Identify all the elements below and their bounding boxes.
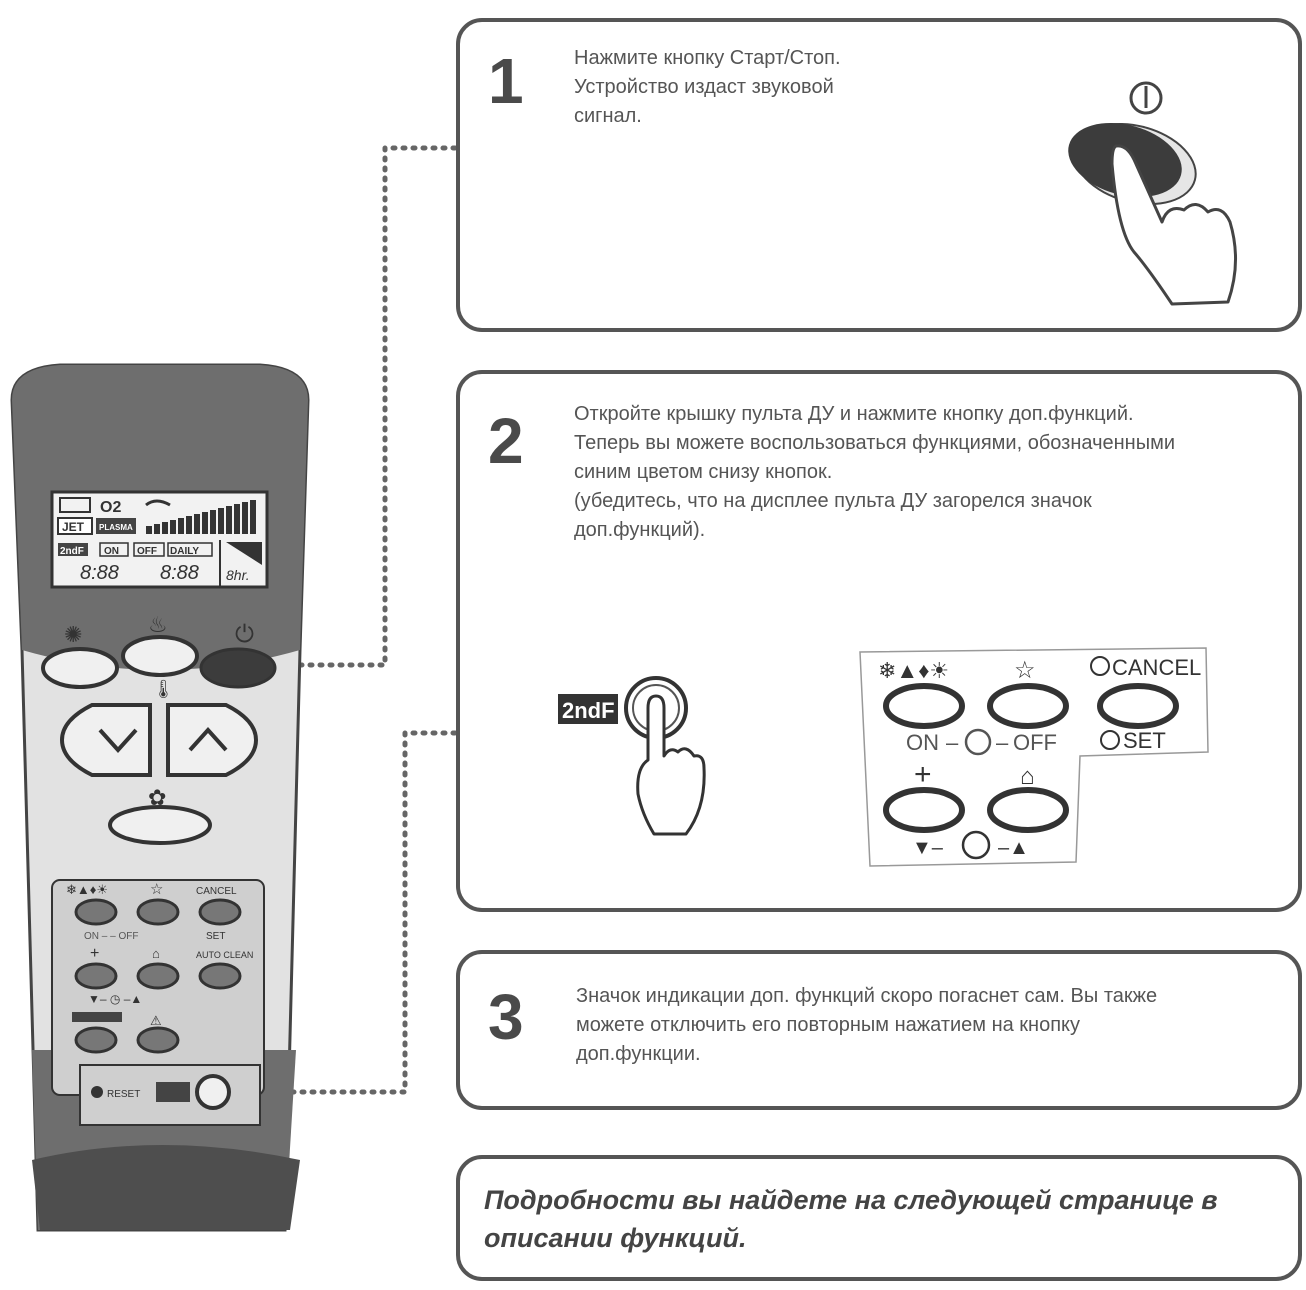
timer-clock-icon-lower	[961, 830, 991, 860]
power-icon	[1129, 81, 1163, 115]
step-1-text: Нажмите кнопку Старт/Стоп. Устройство из…	[574, 47, 841, 127]
remote-star-button[interactable]	[136, 898, 180, 926]
cancel-label: CANCEL	[1112, 655, 1201, 680]
remote-set-label: SET	[206, 931, 225, 942]
remote-extra-button-b[interactable]	[136, 1026, 180, 1054]
display-time-b: 8:88	[160, 562, 199, 584]
remote-autoclean-label: AUTO CLEAN	[196, 950, 253, 960]
svg-text:▼–: ▼–	[912, 837, 944, 859]
step-1-panel: 1 Нажмите кнопку Старт/Стоп. Устройство …	[456, 18, 1302, 332]
remote-cancel-label: CANCEL	[196, 886, 237, 897]
svg-text:❄▲♦☀: ❄▲♦☀	[66, 882, 108, 897]
star-icon: ☆	[150, 881, 163, 898]
mode-button[interactable]	[883, 683, 965, 729]
svg-text:–▲: –▲	[998, 837, 1029, 859]
home-icon: ⌂	[152, 946, 160, 961]
remote-on-off-label: ON – – OFF	[84, 931, 138, 942]
step-2-panel: 2 Откройте крышку пульта ДУ и нажмите кн…	[456, 370, 1302, 912]
remote-cancel-button[interactable]	[198, 898, 242, 926]
display-daily: DAILY	[170, 546, 199, 557]
remote-extra-button-a[interactable]	[74, 1026, 118, 1054]
display-time-a: 8:88	[80, 562, 119, 584]
display-hours: 8hr.	[226, 567, 250, 583]
off-label: OFF	[1013, 730, 1057, 755]
svg-text:–: –	[996, 730, 1009, 755]
press-2ndf-illustration: 2ndF	[558, 676, 706, 836]
press-power-illustration	[1068, 81, 1237, 306]
temp-down-button[interactable]	[59, 703, 152, 777]
thermometer-icon: 🌡	[152, 679, 175, 699]
power-icon: ⏻	[235, 621, 254, 648]
remote-timer-up-button[interactable]	[136, 962, 180, 990]
step-2-number: 2	[488, 405, 524, 477]
fan-speed-button[interactable]	[108, 805, 212, 845]
remote-control: O2 JET PLASMA 2ndF ON OFF DAILY 8:88 8:8…	[10, 363, 310, 1232]
display-plasma: PLASMA	[99, 523, 133, 532]
svg-text:–: –	[946, 730, 959, 755]
home-icon: ⌂	[1020, 763, 1035, 790]
display-off: OFF	[137, 546, 157, 557]
step-1-number: 1	[488, 45, 524, 117]
on-label: ON	[906, 730, 939, 755]
mode-icons: ❄▲♦☀	[878, 658, 949, 683]
plus-icon: +	[914, 758, 932, 791]
set-label: SET	[1123, 728, 1166, 753]
pointing-hand-icon	[1110, 144, 1237, 306]
display-o2: O2	[100, 499, 121, 516]
pointing-hand-icon	[636, 694, 706, 836]
remote-mode-sel-button[interactable]	[74, 898, 118, 926]
timer-down-button[interactable]	[883, 787, 965, 833]
svg-text:▼– ◷ –▲: ▼– ◷ –▲	[88, 992, 142, 1006]
function-buttons-illustration: ❄▲♦☀ ☆ CANCEL ON – – OFF SET + ⌂ ▼– –▲	[859, 647, 1209, 867]
star-icon: ☆	[1014, 657, 1036, 684]
set-clock-icon	[1100, 730, 1120, 750]
final-note-panel: Подробности вы найдете на следующей стра…	[456, 1155, 1302, 1281]
remote-timer-down-button[interactable]	[74, 962, 118, 990]
remote-2ndf-button[interactable]	[195, 1074, 231, 1110]
step-3-panel: 3 Значок индикации доп. функций скоро по…	[456, 950, 1302, 1110]
remote-fan-button[interactable]	[41, 647, 119, 689]
chevron-down-icon	[98, 728, 138, 753]
timer-clock-icon	[964, 728, 992, 756]
display-jet: JET	[62, 520, 85, 534]
final-note-text: Подробности вы найдете на следующей стра…	[484, 1185, 1218, 1253]
step-3-number: 3	[488, 981, 524, 1053]
fan-icon: ✺	[64, 622, 82, 647]
display-2ndf: 2ndF	[60, 546, 84, 557]
remote-autoclean-button[interactable]	[198, 962, 242, 990]
step-2-text: Откройте крышку пульта ДУ и нажмите кноп…	[574, 403, 1175, 541]
mode-icon: ♨	[148, 612, 168, 637]
remote-mode-button[interactable]	[121, 635, 199, 677]
svg-text:+: +	[90, 945, 99, 962]
connector-step2	[229, 730, 458, 1095]
clock-icon	[1090, 656, 1110, 676]
svg-text:⚠: ⚠	[150, 1013, 162, 1028]
display-on: ON	[104, 546, 119, 557]
temp-up-button[interactable]	[166, 703, 259, 777]
connector-step1	[267, 145, 458, 668]
timer-up-button[interactable]	[987, 787, 1069, 833]
step-3-text: Значок индикации доп. функций скоро пога…	[576, 985, 1158, 1065]
star-button[interactable]	[987, 683, 1069, 729]
remote-power-button[interactable]	[199, 647, 277, 689]
cancel-button[interactable]	[1097, 683, 1179, 729]
2ndf-label: 2ndF	[562, 698, 615, 723]
fan-speed-icon: ✿	[148, 785, 166, 810]
chevron-up-icon	[188, 727, 228, 752]
remote-reset-label: RESET	[107, 1089, 140, 1100]
